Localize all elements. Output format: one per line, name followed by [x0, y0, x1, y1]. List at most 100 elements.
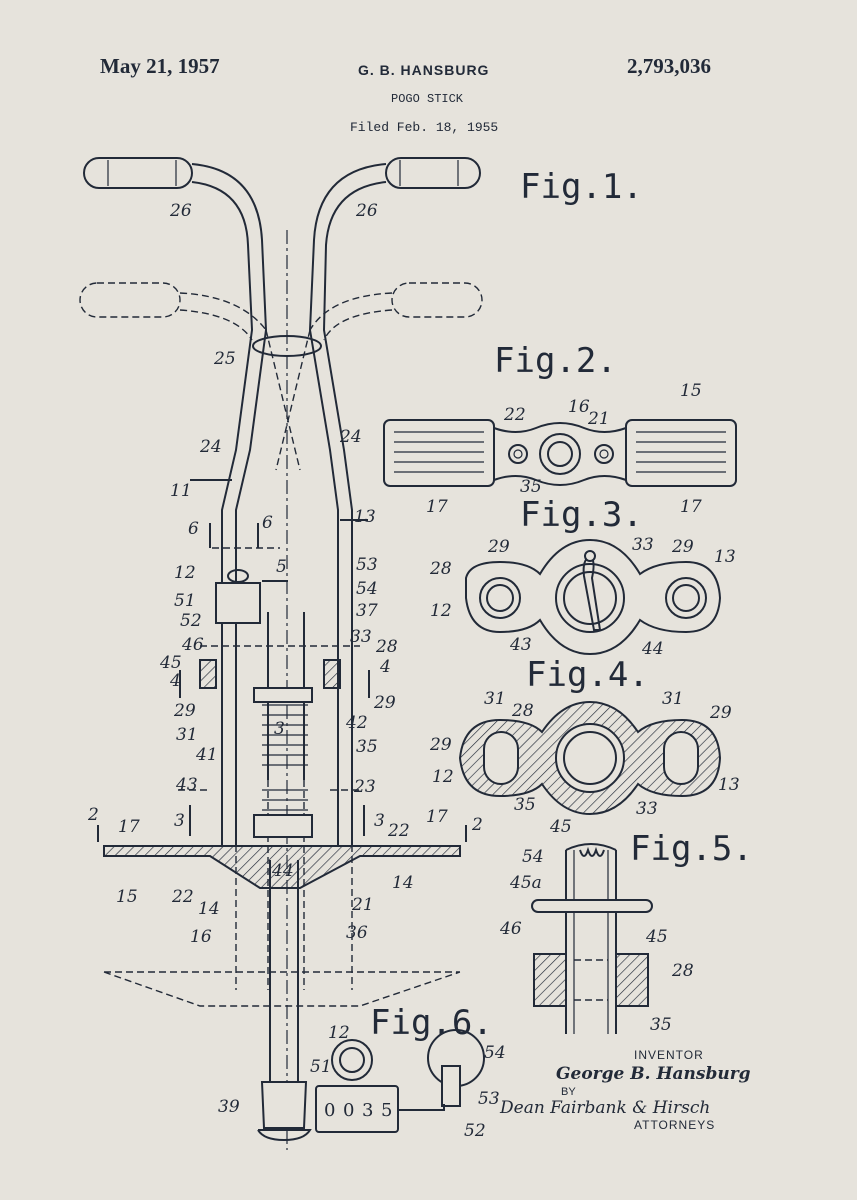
ref-label: 33 [350, 627, 372, 647]
fig3-title: Fig.3. [520, 495, 643, 535]
ref-label: 29 [487, 537, 510, 557]
ref-label: 12 [432, 767, 454, 787]
ref-label: 17 [118, 817, 140, 837]
inventor-label: INVENTOR [634, 1048, 704, 1062]
ref-label: 39 [218, 1097, 240, 1117]
fig4-reference-labels: 31 28 31 29 29 12 13 35 33 45 [429, 689, 740, 837]
fig2-title: Fig.2. [494, 341, 617, 381]
ref-label: 13 [718, 775, 740, 795]
ref-label: 31 [484, 689, 506, 709]
ref-label: 29 [709, 703, 732, 723]
ref-label: 43 [175, 775, 198, 795]
ref-label: 54 [484, 1043, 506, 1063]
ref-label: 22 [387, 821, 410, 841]
ref-label: 12 [430, 601, 452, 621]
ref-label: 24 [199, 437, 222, 457]
fig3-reference-labels: 29 33 29 28 13 12 43 44 [429, 535, 736, 659]
ref-label: 43 [509, 635, 532, 655]
ref-label: 29 [429, 735, 452, 755]
ref-label: 26 [355, 201, 378, 221]
ref-label: 46 [499, 919, 522, 939]
ref-label: 14 [198, 899, 220, 919]
ref-label: 3 [274, 719, 285, 739]
ref-label: 3 [174, 811, 185, 831]
counter-digit: 3 [362, 1100, 373, 1121]
ref-label: 29 [173, 701, 196, 721]
ref-label: 16 [568, 397, 590, 417]
ref-label: 2 [87, 805, 99, 825]
ref-label: 26 [169, 201, 192, 221]
ref-label: 35 [650, 1015, 672, 1035]
ref-label: 15 [116, 887, 138, 907]
ref-label: 6 [188, 519, 199, 539]
ref-label: 35 [356, 737, 378, 757]
ref-label: 6 [262, 513, 273, 533]
ref-label: 13 [354, 507, 376, 527]
foot-plate [103, 845, 461, 889]
ref-label: 17 [426, 497, 448, 517]
ref-label: 28 [671, 961, 694, 981]
fig5-title: Fig.5. [630, 829, 753, 869]
fig5-reference-labels: 54 45a 46 45 28 35 [499, 847, 694, 1035]
ref-label: 45a [509, 873, 542, 893]
ref-label: 52 [180, 611, 202, 631]
ref-label: 17 [680, 497, 702, 517]
ref-label: 4 [379, 657, 391, 677]
inventor-header: G. B. HANSBURG [358, 62, 490, 78]
fig6-counter-drawing [315, 1029, 485, 1133]
fig2-footrest-drawing [383, 419, 737, 487]
ref-label: 42 [345, 713, 368, 733]
ref-label: 51 [310, 1057, 332, 1077]
ref-label: 31 [176, 725, 198, 745]
ref-label: 3 [374, 811, 385, 831]
ref-label: 5 [276, 557, 287, 577]
ref-label: 15 [680, 381, 702, 401]
left-grip [83, 157, 193, 189]
ref-label: 11 [170, 481, 192, 501]
counter-digit: 0 [324, 1100, 335, 1121]
ref-label: 16 [190, 927, 212, 947]
ref-label: 33 [632, 535, 654, 555]
ref-label: 28 [511, 701, 534, 721]
fig2-reference-labels: 22 16 21 15 35 17 17 [426, 381, 702, 517]
by-label: BY [561, 1086, 576, 1098]
ref-label: 4 [169, 671, 181, 691]
ref-label: 29 [671, 537, 694, 557]
patent-title: POGO STICK [391, 92, 464, 106]
ref-label: 53 [478, 1089, 500, 1109]
ref-label: 12 [174, 563, 196, 583]
ref-label: 28 [429, 559, 452, 579]
ref-label: 54 [522, 847, 544, 867]
ref-label: 45 [645, 927, 668, 947]
ref-label: 52 [464, 1121, 486, 1141]
ref-label: 21 [351, 895, 374, 915]
fig1-title: Fig.1. [520, 167, 643, 207]
ref-label: 22 [503, 405, 526, 425]
fig5-pin-drawing [531, 843, 653, 1034]
ref-label: 13 [714, 547, 736, 567]
ref-label: 35 [514, 795, 536, 815]
fig3-crossplate-drawing [465, 538, 722, 656]
fig1-pogo-stick-drawing [79, 157, 483, 1150]
ref-label: 33 [636, 799, 658, 819]
ref-label: 46 [181, 635, 204, 655]
patent-number: 2,793,036 [627, 54, 711, 78]
ref-label: 21 [587, 409, 610, 429]
ref-label: 29 [373, 693, 396, 713]
right-grip [385, 157, 481, 189]
fig6-reference-labels: 12 51 54 53 52 [310, 1023, 506, 1141]
ref-label: 53 [356, 555, 378, 575]
ref-label: 2 [471, 815, 483, 835]
fig6-title: Fig.6. [370, 1003, 493, 1043]
ref-label: 28 [375, 637, 398, 657]
ref-label: 36 [346, 923, 368, 943]
counter-digit: 5 [381, 1100, 392, 1121]
ref-label: 35 [520, 477, 542, 497]
ref-label: 14 [392, 873, 414, 893]
attorneys-signature: Dean Fairbank & Hirsch [500, 1098, 711, 1118]
ref-label: 23 [353, 777, 376, 797]
ref-label: 45 [549, 817, 572, 837]
ref-label: 31 [662, 689, 684, 709]
ref-label: 24 [339, 427, 362, 447]
